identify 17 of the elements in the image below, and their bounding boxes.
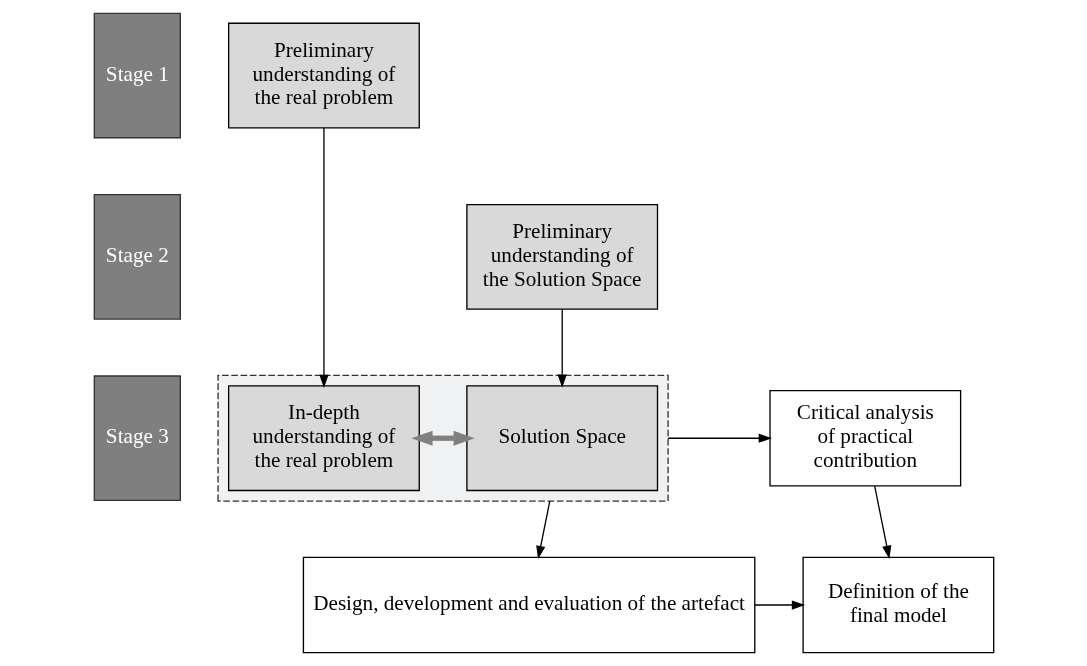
node-box: Stage 3	[93, 375, 181, 502]
node-box: Solution Space	[465, 385, 658, 492]
arrow	[753, 600, 805, 610]
node-box: Stage 1	[93, 12, 181, 139]
arrow	[666, 433, 772, 443]
arrow	[410, 430, 475, 446]
node-box: Preliminary understanding of the Solution Space	[465, 203, 658, 310]
arrow	[873, 485, 891, 559]
node-box: Preliminary understanding of the real problem	[227, 22, 420, 129]
node-box: Definition of the final model	[801, 556, 994, 654]
arrow	[557, 308, 567, 388]
node-box: Critical analysis of practical contribution	[768, 389, 961, 487]
node-box: In-depth understanding of the real problem	[227, 385, 420, 492]
node-box: Stage 2	[93, 194, 181, 320]
arrow	[535, 500, 550, 560]
node-box: Design, development and evaluation of the artefact	[302, 556, 755, 654]
arrow	[318, 127, 329, 388]
